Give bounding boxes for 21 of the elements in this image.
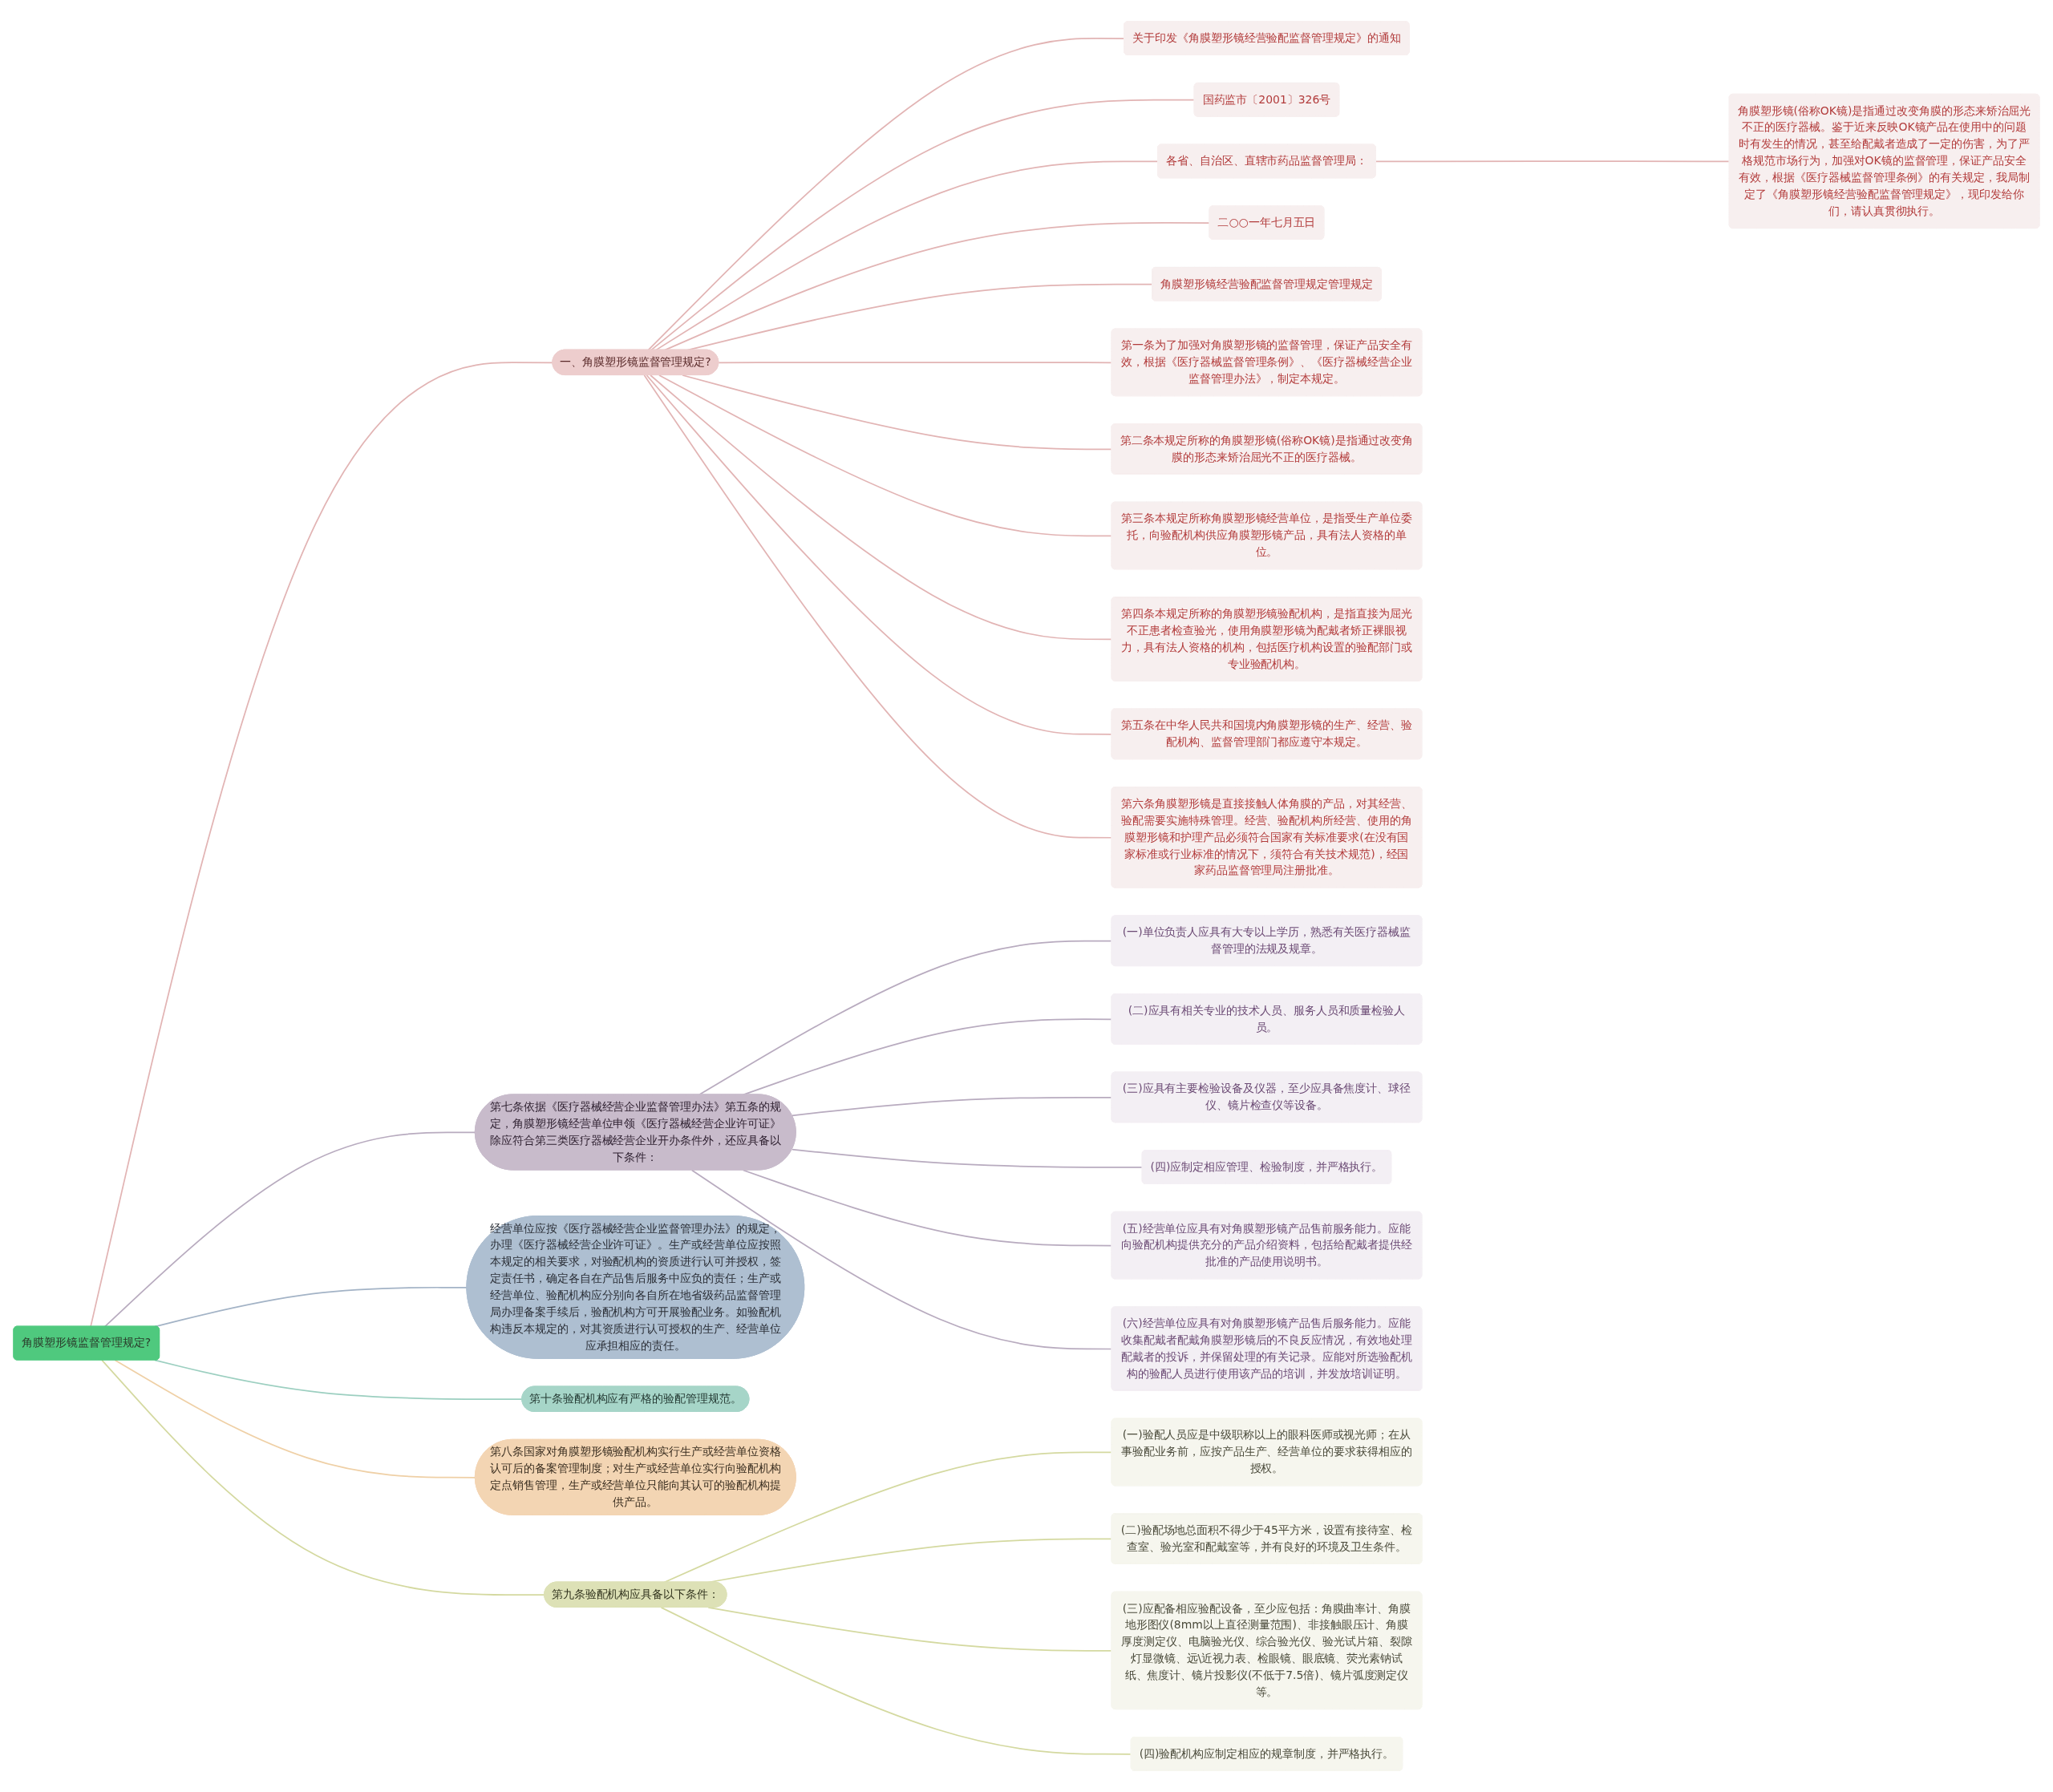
connector: [1375, 160, 1731, 163]
connector: [655, 160, 1159, 351]
connector: [690, 1169, 1113, 1350]
connector: [114, 1359, 476, 1479]
connector: [90, 362, 554, 1328]
connector: [658, 374, 1113, 537]
connector: [103, 1131, 476, 1328]
connector: [154, 1286, 468, 1328]
connector: [101, 1359, 545, 1596]
connector: [650, 99, 1196, 351]
connector: [646, 374, 1113, 735]
connector: [664, 222, 1211, 351]
connector: [791, 1096, 1113, 1117]
connector: [791, 1148, 1144, 1168]
connector: [650, 374, 1113, 641]
connector: [643, 374, 1113, 839]
connector: [707, 1607, 1113, 1652]
connector: [718, 362, 1113, 364]
connector: [682, 374, 1113, 451]
connector: [660, 1607, 1132, 1755]
connector: [647, 38, 1125, 351]
